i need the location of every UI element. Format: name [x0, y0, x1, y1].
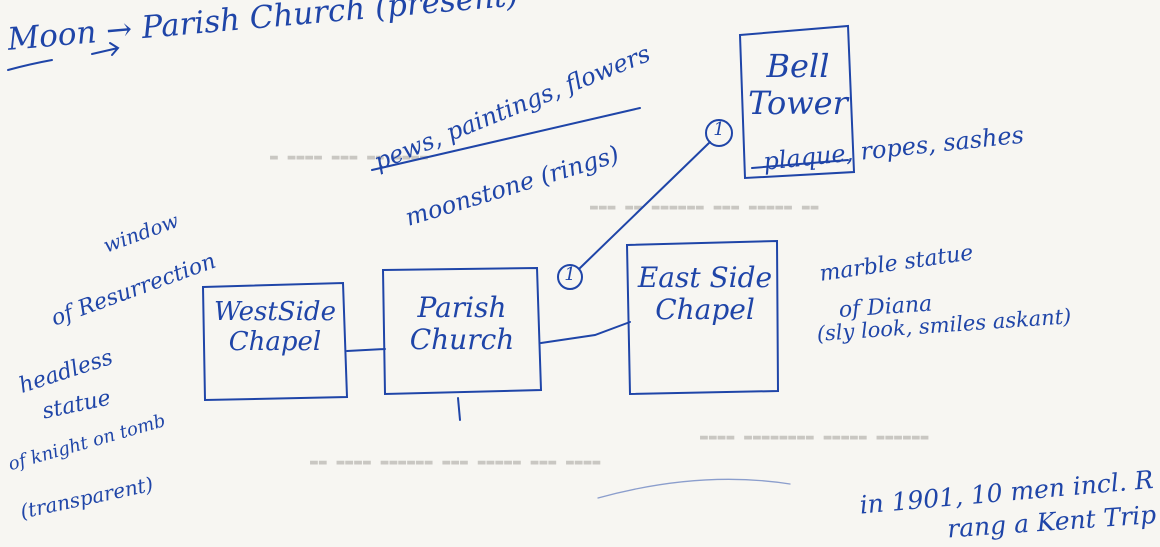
parish-church-line2: Church	[409, 323, 515, 357]
edge-parish-stub	[457, 397, 461, 421]
bottom-scribble	[597, 478, 791, 499]
east-chapel-line2: Chapel	[655, 293, 755, 327]
west-chapel-box	[201, 281, 349, 402]
pews-strike	[371, 107, 641, 171]
bleed-through-text: ▬▬ ▬▬▬▬ ▬▬▬▬▬▬ ▬▬▬ ▬▬▬▬▬ ▬▬▬ ▬▬▬▬	[310, 455, 602, 470]
heading-underline	[7, 59, 53, 71]
bleed-through-text: ▬ ▬▬▬▬ ▬▬▬ ▬▬ ▬▬▬▬	[270, 150, 429, 165]
parish-marker-number: 1	[564, 264, 576, 285]
west-chapel-line1: WestSide	[214, 297, 336, 327]
bell-marker-circle	[705, 119, 733, 147]
bell-tower-line1: Bell	[766, 47, 830, 85]
bell-strike	[751, 159, 849, 169]
west-chapel-line2: Chapel	[228, 326, 322, 357]
bell-marker-number: 1	[713, 119, 725, 140]
edge-west-parish	[346, 348, 386, 352]
west-chapel-label: WestSide Chapel	[210, 297, 340, 358]
bleed-through-text: ▬▬▬▬ ▬▬▬▬▬▬▬▬ ▬▬▬▬▬ ▬▬▬▬▬▬	[700, 430, 930, 445]
edge-marker-bell	[579, 141, 711, 269]
bell-tower-line2: Tower	[748, 83, 848, 122]
parish-church-line1: Parish	[417, 291, 507, 324]
east-chapel-box	[625, 239, 780, 396]
edge-parish-east	[540, 321, 631, 344]
bell-tower-box	[738, 24, 856, 180]
parish-church-label: Parish Church	[392, 291, 532, 357]
parish-marker-circle	[557, 264, 583, 290]
parish-church-box	[381, 266, 543, 396]
heading-arrow	[91, 42, 120, 56]
east-chapel-line1: East Side	[637, 261, 773, 294]
east-chapel-label: East Side Chapel	[635, 261, 775, 327]
bell-tower-label: Bell Tower	[748, 48, 848, 122]
